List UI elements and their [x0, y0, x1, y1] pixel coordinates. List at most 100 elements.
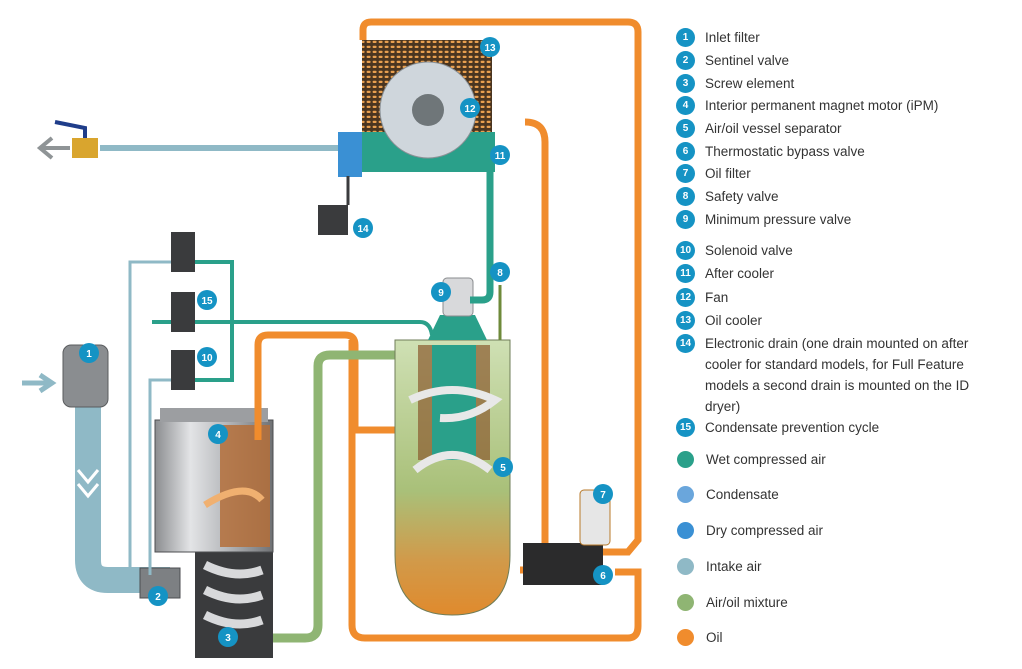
- legend-label: Interior permanent magnet motor (iPM): [705, 98, 939, 113]
- oil-line-cooler-return: [520, 118, 549, 574]
- legend-badge: 9: [676, 210, 695, 229]
- legend-badge: 6: [676, 142, 695, 161]
- legend-item-electronic-drain: 14 Electronic drain (one drain mounted o…: [676, 334, 1005, 417]
- legend-label: Wet compressed air: [706, 452, 826, 467]
- callout-6-number: 6: [600, 571, 606, 582]
- legend-label: Condensate: [706, 487, 779, 502]
- motor-cutaway: [220, 425, 270, 547]
- legend-item-solenoid-valve: 10 Solenoid valve: [676, 241, 793, 261]
- legend-item-oil-filter: 7 Oil filter: [676, 164, 751, 184]
- callout-13-number: 13: [484, 43, 496, 54]
- callout-2: [148, 586, 168, 606]
- legend-badge: 12: [676, 288, 695, 307]
- legend-badge: 2: [676, 51, 695, 70]
- legend-item-safety-valve: 8 Safety valve: [676, 187, 779, 207]
- legend-badge: 1: [676, 28, 695, 47]
- callout-7-number: 7: [600, 490, 606, 501]
- callout-9-number: 9: [438, 288, 444, 299]
- legend-label: Thermostatic bypass valve: [705, 144, 865, 159]
- callout-12-number: 12: [464, 104, 476, 115]
- solenoid-signal-line: [193, 260, 234, 382]
- separator-core: [432, 345, 476, 460]
- electronic-drain: [318, 205, 348, 235]
- legend-label: Dry compressed air: [706, 523, 824, 538]
- ball-valve-handle: [54, 120, 87, 138]
- legend-label: Minimum pressure valve: [705, 212, 852, 227]
- callout-1: [79, 343, 99, 363]
- solenoid-valve-bottom: [171, 350, 195, 390]
- callout-15-number: 15: [201, 296, 213, 307]
- callout-4-number: 4: [215, 430, 221, 441]
- screw-rotor: [202, 560, 264, 629]
- callout-6: [593, 565, 613, 585]
- legend-item-inlet-filter: 1 Inlet filter: [676, 28, 760, 48]
- legend-label: Air/oil mixture: [706, 595, 788, 610]
- legend-label: Air/oil vessel separator: [705, 121, 842, 136]
- compressor-flow-diagram: 1 2 3 4 5 6 7 8 9 10 11 12 13 14 15: [22, 18, 642, 658]
- legend-label: Oil: [706, 630, 723, 645]
- outlet-dryer-unit: [338, 132, 362, 177]
- legend-label: Oil cooler: [705, 313, 763, 328]
- min-pressure-valve: [428, 315, 487, 340]
- callout-11: [490, 145, 510, 165]
- legend-label: Inlet filter: [705, 30, 760, 45]
- legend-item-min-pressure-valve: 9 Minimum pressure valve: [676, 210, 851, 230]
- callout-2-number: 2: [155, 592, 161, 603]
- intake-flow-arrow: [76, 469, 100, 499]
- callout-3-number: 3: [225, 633, 231, 644]
- legend-label: After cooler: [705, 266, 775, 281]
- legend-label: Sentinel valve: [705, 53, 790, 68]
- legend-label: Safety valve: [705, 189, 779, 204]
- legend-medium-oil: Oil: [676, 628, 723, 648]
- legend-medium-intake-air: Intake air: [676, 557, 762, 577]
- callout-7: [593, 484, 613, 504]
- motor-top: [160, 408, 268, 422]
- air-oil-mixture-line: [273, 350, 395, 643]
- ball-valve-icon: [72, 138, 98, 158]
- legend-color-dot: [677, 522, 694, 539]
- legend-medium-air-oil-mixture: Air/oil mixture: [676, 593, 788, 613]
- legend-item-fan: 12 Fan: [676, 288, 728, 308]
- legend-medium-wet-compressed-air: Wet compressed air: [676, 450, 826, 470]
- callout-1-number: 1: [86, 349, 92, 360]
- legend-item-bypass-valve: 6 Thermostatic bypass valve: [676, 142, 865, 162]
- legend-color-dot: [677, 486, 694, 503]
- callout-14-number: 14: [357, 224, 369, 235]
- legend-label: Fan: [705, 290, 729, 305]
- legend-badge: 11: [676, 264, 695, 283]
- thermostatic-bypass-valve: [523, 543, 603, 585]
- legend-badge: 15: [676, 418, 695, 437]
- callout-9: [431, 282, 451, 302]
- arrow-left-icon: [36, 136, 70, 160]
- legend-badge: 13: [676, 311, 695, 330]
- oil-line-bottom: [348, 340, 642, 642]
- callout-15: [197, 290, 217, 310]
- legend-badge: 10: [676, 241, 695, 260]
- legend-item-condensate-prevention: 15 Condensate prevention cycle: [676, 418, 879, 438]
- fan-hub: [412, 94, 444, 126]
- callout-5-number: 5: [500, 463, 506, 474]
- legend-label: Solenoid valve: [705, 243, 793, 258]
- motor-rotation-arrow: [203, 487, 265, 508]
- legend-badge: 5: [676, 119, 695, 138]
- condensate-prevention-line: [152, 320, 434, 336]
- legend-item-after-cooler: 11 After cooler: [676, 264, 774, 284]
- inlet-air-arrow: [22, 372, 57, 394]
- legend-badge: 14: [676, 334, 695, 353]
- legend-color-dot: [677, 594, 694, 611]
- legend-label: Condensate prevention cycle: [705, 420, 880, 435]
- callout-3: [218, 627, 238, 647]
- solenoid-valve-top: [171, 232, 195, 272]
- legend-color-dot: [677, 558, 694, 575]
- legend-color-dot: [677, 629, 694, 646]
- legend-medium-condensate: Condensate: [676, 485, 779, 505]
- legend-badge: 7: [676, 164, 695, 183]
- callout-10-number: 10: [201, 353, 213, 364]
- callout-badges: [79, 37, 613, 647]
- callout-8-number: 8: [497, 268, 503, 279]
- legend-label: Electronic drain (one drain mounted on a…: [705, 336, 970, 414]
- intake-air-pipe: [75, 405, 170, 593]
- legend-badge: 8: [676, 187, 695, 206]
- legend-color-dot: [677, 451, 694, 468]
- legend-badge: 4: [676, 96, 695, 115]
